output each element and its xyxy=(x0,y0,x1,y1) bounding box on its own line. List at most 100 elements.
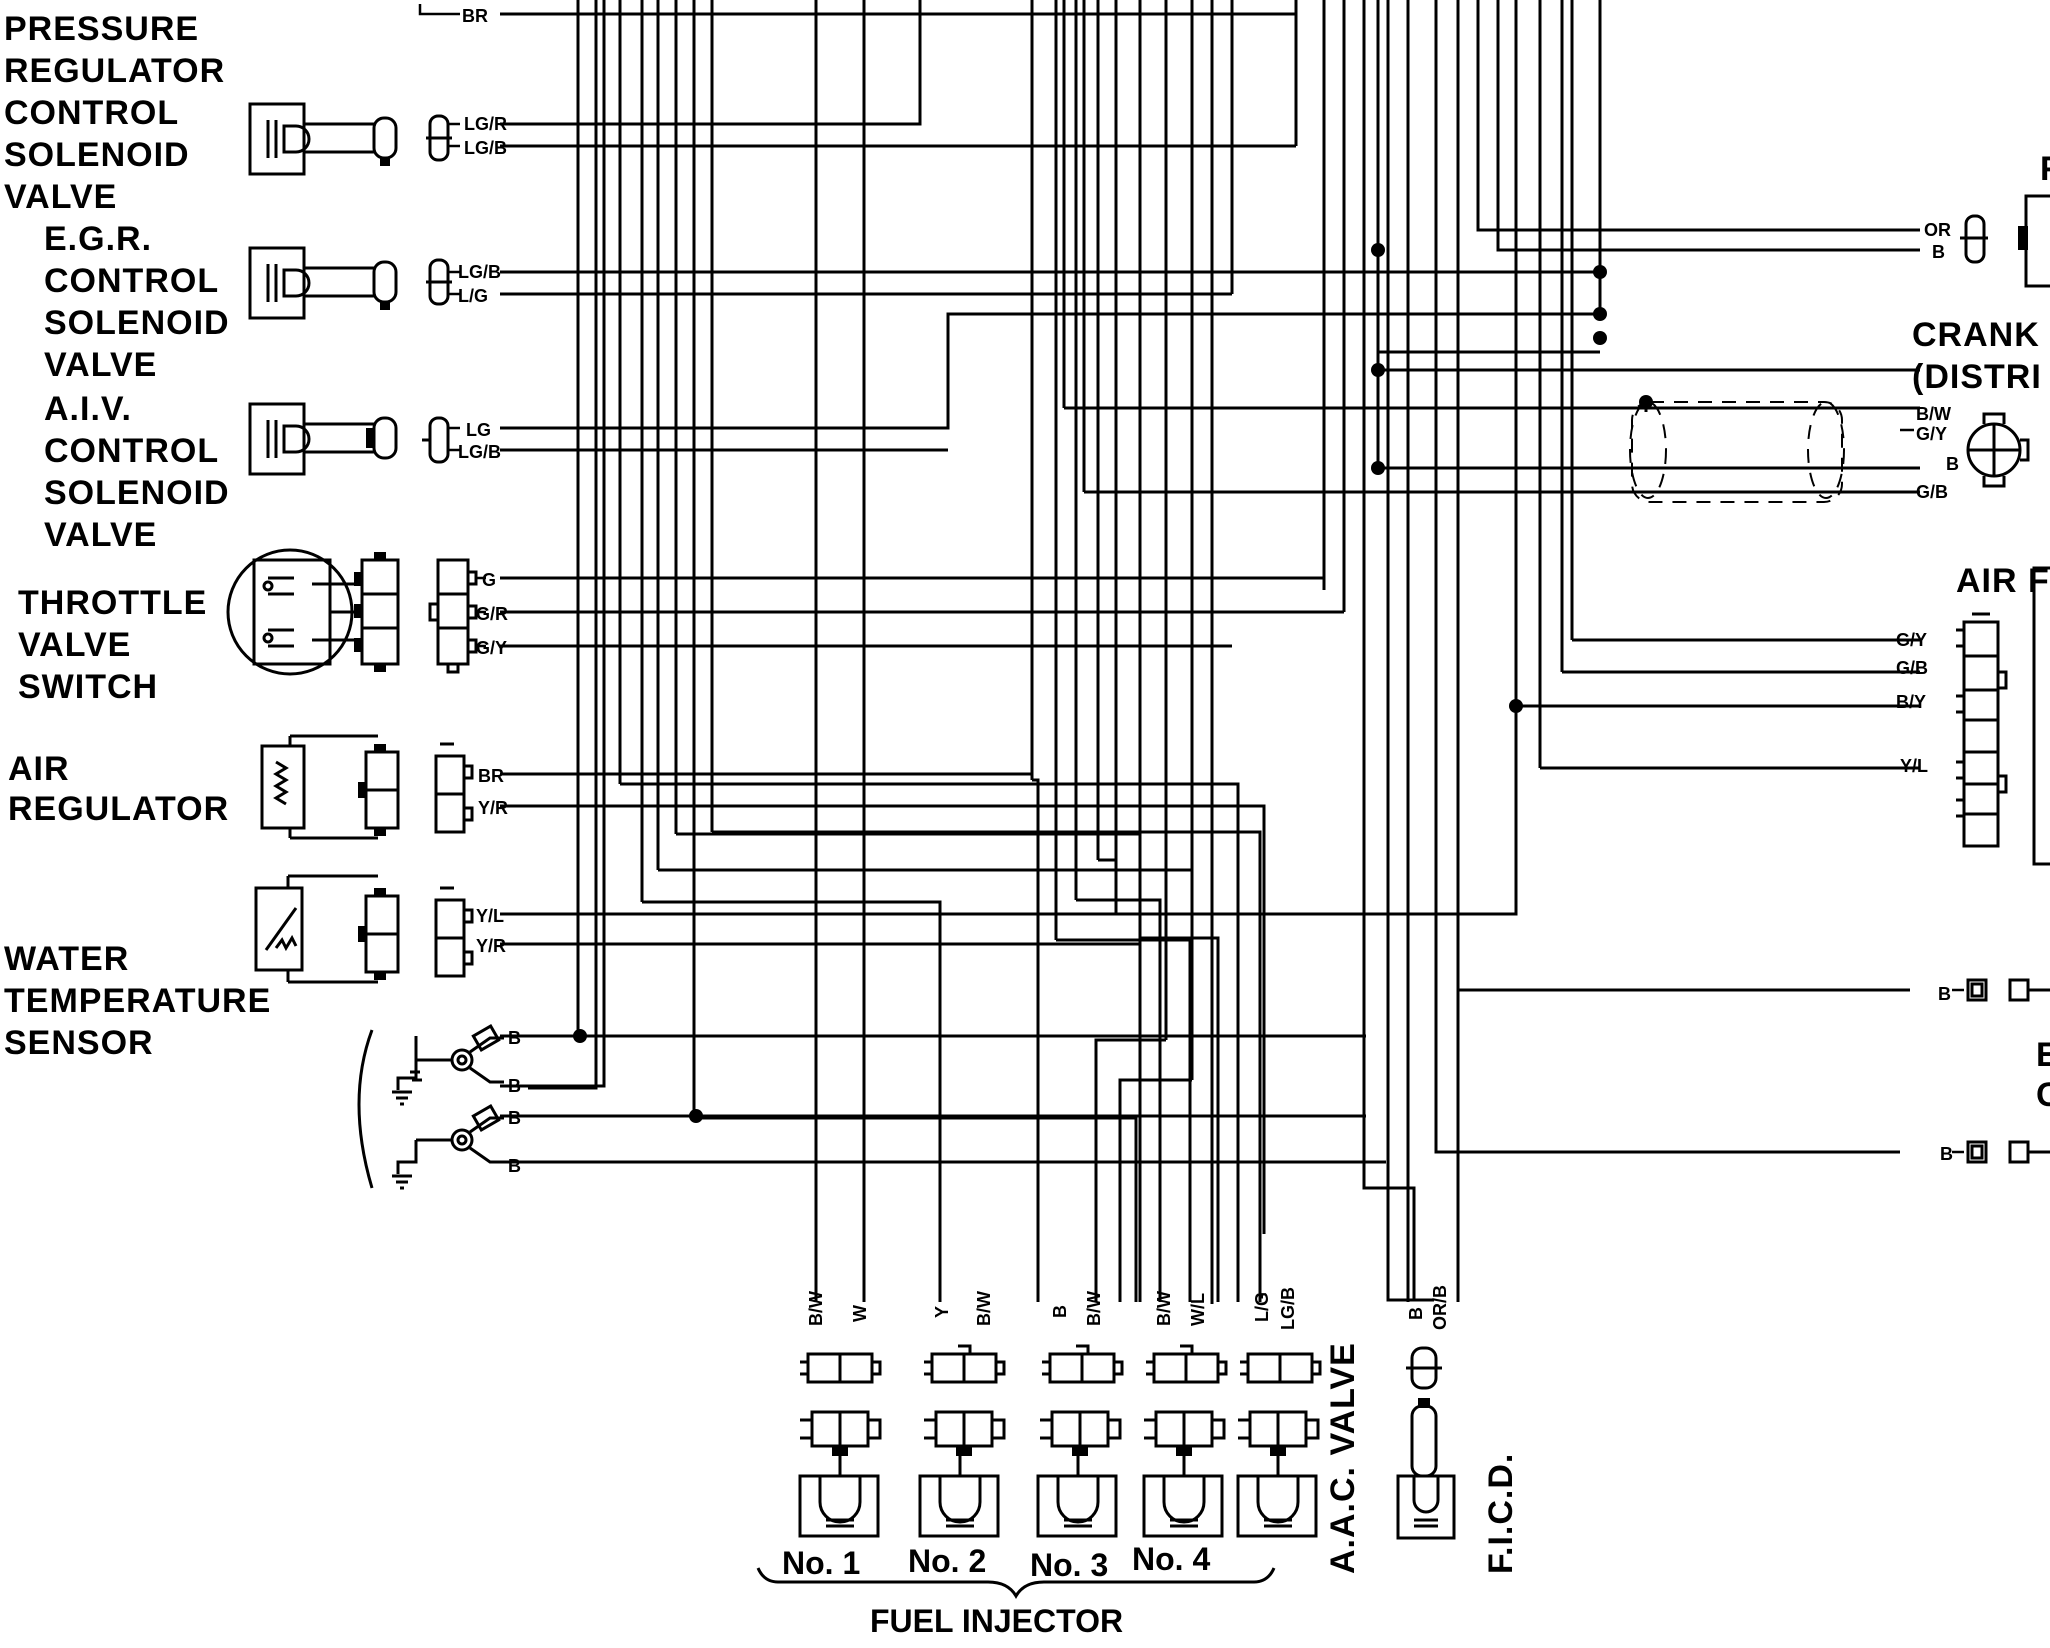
aiv-solenoid-symbol xyxy=(248,402,398,476)
wire-label: B xyxy=(508,1156,521,1176)
component-label: C xyxy=(2036,1076,2050,1114)
wire-label: B xyxy=(1932,242,1945,262)
wire-label: LG xyxy=(466,420,491,440)
air-flow-meter: AIR F G/Y G/B B/Y Y/L xyxy=(1896,562,2050,866)
wire-label: L/G xyxy=(1252,1292,1272,1322)
wire-label: LG/B xyxy=(1278,1287,1298,1330)
wire-label: G/Y xyxy=(1916,424,1947,444)
label-line: SOLENOID xyxy=(44,474,230,512)
component-label: F xyxy=(2040,150,2050,188)
solenoid-connectors xyxy=(422,114,452,464)
label-line: VALVE xyxy=(44,346,157,384)
label-line: SWITCH xyxy=(18,668,158,706)
label-line: CONTROL xyxy=(44,432,219,470)
wire-label: B/Y xyxy=(1896,692,1926,712)
label-line: SOLENOID xyxy=(44,304,230,342)
label-line: SOLENOID xyxy=(4,136,190,174)
fuel-injector-label: FUEL INJECTOR xyxy=(870,1603,1123,1639)
label-line: THROTTLE xyxy=(18,584,207,622)
wire-label: Y/L xyxy=(476,906,504,926)
injector-connectors xyxy=(800,1344,1442,1390)
ground-group xyxy=(357,1024,504,1190)
wire-label: B/W xyxy=(806,1291,826,1326)
wire-label: G/R xyxy=(476,604,508,624)
label-line: PRESSURE xyxy=(4,10,199,48)
water-temp-sensor-symbol xyxy=(254,874,400,984)
label-line: WATER xyxy=(4,940,129,978)
throttle-connector xyxy=(428,558,478,674)
crank-angle-sensor: CRANK (DISTRI B/W G/Y B G/B xyxy=(1900,316,2042,502)
label-line: CONTROL xyxy=(44,262,219,300)
injector-label: No. 4 xyxy=(1132,1541,1210,1577)
wire-label: Y/R xyxy=(478,798,508,818)
injector-label: No. 1 xyxy=(782,1545,860,1581)
wire-label: OR xyxy=(1924,220,1951,240)
wire-label: OR/B xyxy=(1430,1285,1450,1330)
shielded-cable xyxy=(1629,401,1845,503)
pressure-regulator-solenoid-symbol xyxy=(248,102,398,176)
wire-label: G/B xyxy=(1896,658,1928,678)
wire-label: W xyxy=(850,1305,870,1322)
throttle-label: THROTTLE VALVE SWITCH xyxy=(18,584,207,706)
injector-label: No. 3 xyxy=(1030,1547,1108,1583)
wire-label: G xyxy=(482,570,496,590)
left-wire-labels: BR LG/R LG/B LG/B L/G LG LG/B G G/R G/Y … xyxy=(418,4,521,1176)
label-line: E.G.R. xyxy=(44,220,152,258)
wire-label: B/W xyxy=(1154,1291,1174,1326)
label-line: VALVE xyxy=(44,516,157,554)
label-line: REGULATOR xyxy=(4,52,225,90)
egr-label: E.G.R. CONTROL SOLENOID VALVE xyxy=(44,220,230,384)
right-f-connector: OR B F xyxy=(1900,150,2050,288)
wire-label: B xyxy=(1938,984,1951,1004)
wire-label: L/G xyxy=(458,286,488,306)
label-line: REGULATOR xyxy=(8,790,229,828)
wire-label: G/Y xyxy=(1896,630,1927,650)
wire-label: G/B xyxy=(1916,482,1948,502)
label-line: SENSOR xyxy=(4,1024,154,1062)
component-label: E xyxy=(2036,1036,2050,1074)
wire-label: BR xyxy=(478,766,504,786)
wire-label: B xyxy=(1050,1305,1070,1318)
aiv-label: A.I.V. CONTROL SOLENOID VALVE xyxy=(44,390,230,554)
wire-label: B/W xyxy=(1084,1291,1104,1326)
ficd-label: F.I.C.D. xyxy=(1482,1453,1520,1574)
air-regulator-symbol xyxy=(260,734,400,840)
wire-label: LG/B xyxy=(458,262,501,282)
injector-wire-labels: B/W W Y B/W B B/W B/W W/L L/G LG/B B OR/… xyxy=(806,1285,1450,1330)
junction-dots xyxy=(573,243,1653,1123)
wire-label: B xyxy=(1946,454,1959,474)
injector-captions: No. 1 No. 2 No. 3 No. 4 FUEL INJECTOR A.… xyxy=(756,1342,1520,1639)
injector-label: No. 2 xyxy=(908,1543,986,1579)
right-ground-connectors: B B E C xyxy=(1938,978,2050,1164)
aac-valve-label: A.A.C. VALVE xyxy=(1324,1342,1362,1574)
air-regulator-connector xyxy=(434,742,474,834)
wire-label: BR xyxy=(462,6,488,26)
component-label: CRANK xyxy=(1912,316,2040,354)
component-label: (DISTRI xyxy=(1912,358,2042,396)
label-line: TEMPERATURE xyxy=(4,982,271,1020)
wire-label: LG/R xyxy=(464,114,507,134)
egr-solenoid-symbol xyxy=(248,246,398,320)
wiring-harness xyxy=(500,0,1920,1304)
wire-label: B/W xyxy=(974,1291,994,1326)
wire-label: LG/B xyxy=(464,138,507,158)
wire-label: B xyxy=(1940,1144,1953,1164)
label-line: VALVE xyxy=(4,178,117,216)
wire-label: B xyxy=(1406,1307,1426,1320)
label-line: CONTROL xyxy=(4,94,179,132)
wire-label: B/W xyxy=(1916,404,1951,424)
water-temp-label: WATER TEMPERATURE SENSOR xyxy=(4,940,271,1062)
wire-label: B xyxy=(508,1028,521,1048)
label-line: VALVE xyxy=(18,626,131,664)
label-line: AIR xyxy=(8,750,70,788)
wire-label: B xyxy=(508,1108,521,1128)
injector-bodies xyxy=(798,1398,1456,1540)
wire-label: Y xyxy=(932,1306,952,1318)
air-regulator-label: AIR REGULATOR xyxy=(8,750,229,828)
throttle-switch-symbol xyxy=(226,548,400,676)
label-line: A.I.V. xyxy=(44,390,132,428)
wire-label: W/L xyxy=(1188,1293,1208,1326)
pressure-regulator-label: PRESSURE REGULATOR CONTROL SOLENOID VALV… xyxy=(4,10,225,216)
wire-label: LG/B xyxy=(458,442,501,462)
